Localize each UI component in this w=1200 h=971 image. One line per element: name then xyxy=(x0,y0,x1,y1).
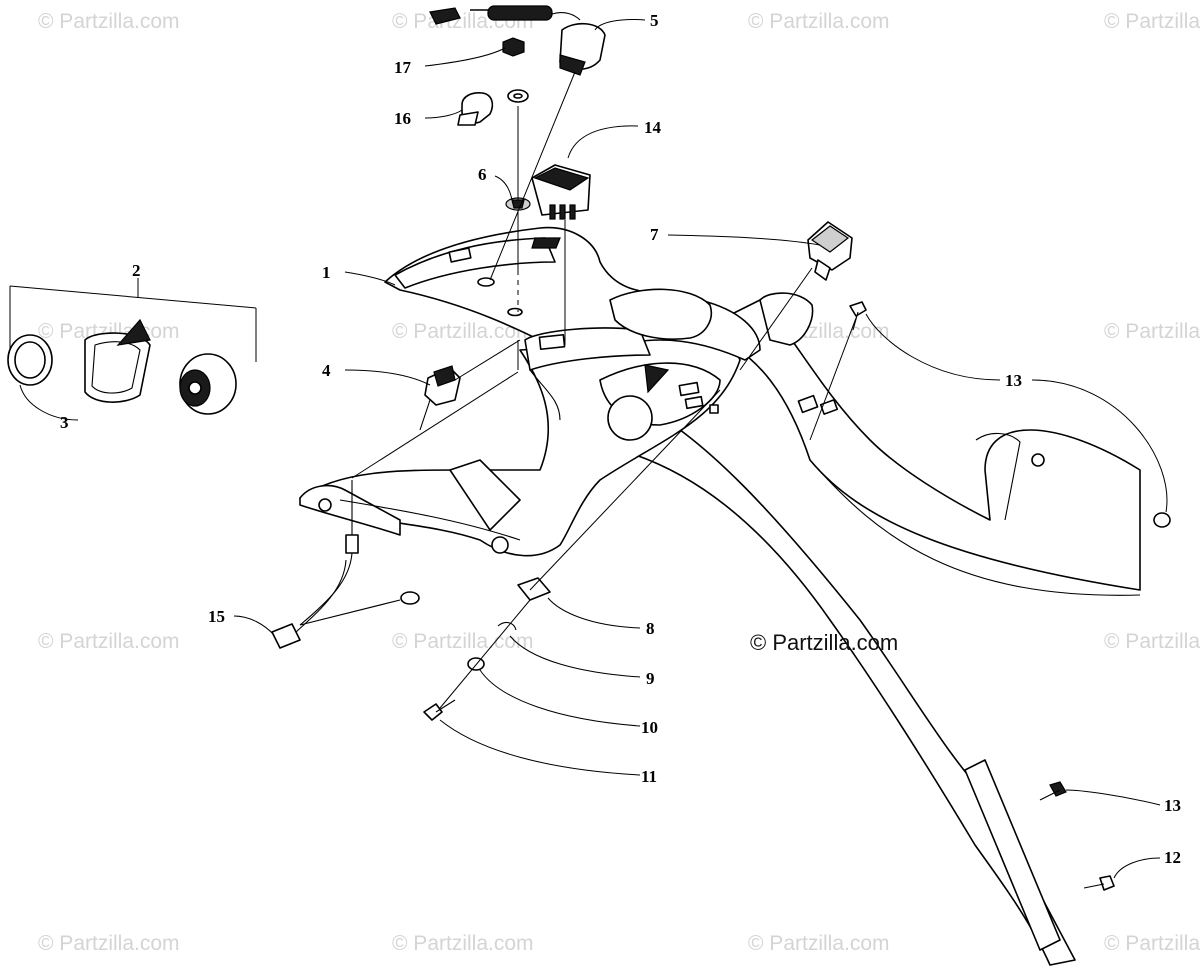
watermark: © Partzilla.com xyxy=(38,932,180,955)
watermark: © Partzilla.com xyxy=(38,630,180,653)
callout-1: 1 xyxy=(322,263,331,282)
callout-8: 8 xyxy=(646,619,655,638)
callout-labels: 1 2 3 4 5 6 7 8 9 10 11 12 13 13 14 15 1… xyxy=(60,11,1181,867)
callout-3: 3 xyxy=(60,413,69,432)
callout-10: 10 xyxy=(641,718,658,737)
callout-2: 2 xyxy=(132,261,141,280)
copyright-text: © Partzilla.com xyxy=(750,630,898,655)
callout-5: 5 xyxy=(650,11,659,30)
watermark: © Partzilla.com xyxy=(1104,630,1200,653)
fastener-stack xyxy=(423,577,551,721)
callout-9: 9 xyxy=(646,669,655,688)
watermark: © Partzilla.com xyxy=(38,10,180,33)
rocker-switch xyxy=(531,164,591,220)
small-fasteners xyxy=(457,37,531,211)
callout-16: 16 xyxy=(394,109,411,128)
watermark: © Partzilla.com xyxy=(1104,932,1200,955)
callout-13: 13 xyxy=(1005,371,1022,390)
watermark: © Partzilla.com xyxy=(748,932,890,955)
wire-harness xyxy=(271,480,420,649)
callout-7: 7 xyxy=(650,225,659,244)
grommet-assembly xyxy=(7,285,257,415)
callout-11: 11 xyxy=(641,767,657,786)
callout-12: 12 xyxy=(1164,848,1181,867)
watermark: © Partzilla.com xyxy=(392,320,534,343)
callout-14: 14 xyxy=(644,118,662,137)
console-bracket xyxy=(299,226,814,557)
watermark: © Partzilla.com xyxy=(392,932,534,955)
callout-leaders xyxy=(19,19,1168,879)
callout-15: 15 xyxy=(208,607,225,626)
callout-13: 13 xyxy=(1164,796,1181,815)
cap-button xyxy=(807,221,853,281)
callout-17: 17 xyxy=(394,58,412,77)
connector-4 xyxy=(419,365,461,431)
assembly-lines xyxy=(351,71,857,709)
callout-4: 4 xyxy=(322,361,331,380)
side-panel xyxy=(619,299,1141,966)
watermark: © Partzilla.com xyxy=(1104,320,1200,343)
screws xyxy=(849,301,1171,891)
watermark: © Partzilla.com xyxy=(748,10,890,33)
callout-6: 6 xyxy=(478,165,487,184)
tether-switch xyxy=(429,5,606,76)
watermark: © Partzilla.com xyxy=(392,630,534,653)
watermark: © Partzilla.com xyxy=(1104,10,1200,33)
